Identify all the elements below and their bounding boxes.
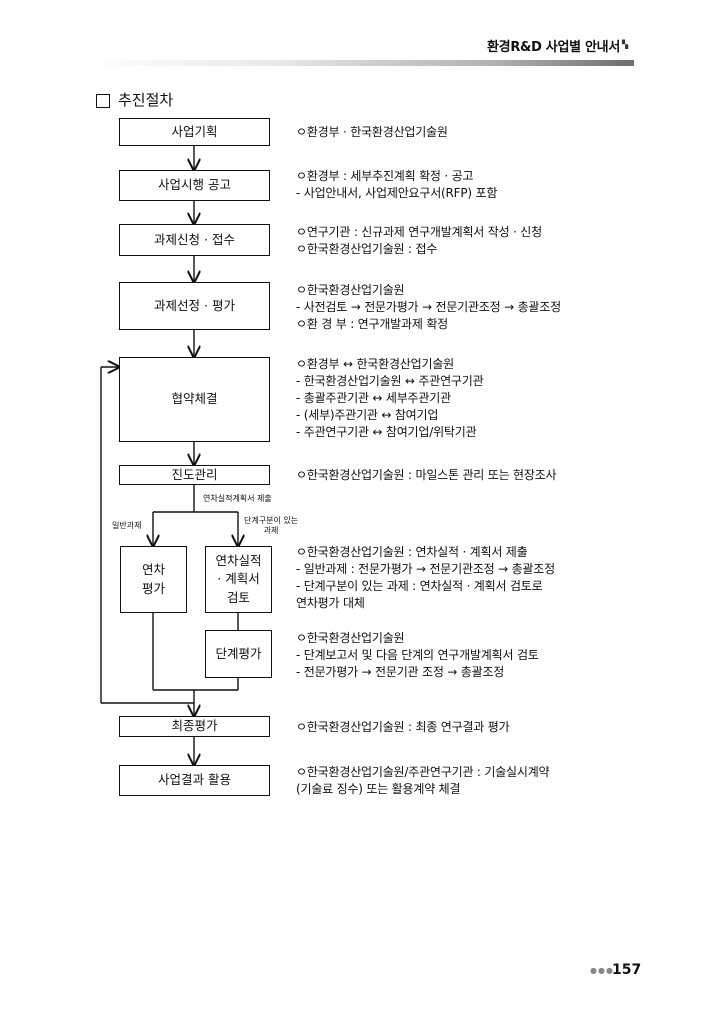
note-line: (기술료 징수) 또는 활용계약 체결 [296, 782, 461, 796]
note-line: ㅇ한국환경산업기술원 [296, 283, 405, 297]
header-gradient-bar [86, 60, 634, 66]
note-line: - (세부)주관기관 ↔ 참여기업 [296, 408, 439, 422]
note-agreement: ㅇ환경부 ↔ 한국환경산업기술원 - 한국환경산업기술원 ↔ 주관연구기관 - … [296, 356, 484, 441]
step-planning-box: 사업기획 [119, 118, 270, 146]
note-line: - 단계보고서 및 다음 단계의 연구개발계획서 검토 [296, 648, 539, 662]
note-line: ㅇ환경부 : 세부추진계획 확정 · 공고 [296, 169, 474, 183]
note-line: - 전문가평가 → 전문기관 조정 → 총괄조정 [296, 665, 505, 679]
note-line: - 총괄주관기관 ↔ 세부주관기관 [296, 391, 451, 405]
note-line: ㅇ한국환경산업기술원 : 마일스톤 관리 또는 현장조사 [296, 468, 557, 482]
step-announcement-box: 사업시행 공고 [119, 170, 270, 201]
note-line: ㅇ한국환경산업기술원 : 연차실적 · 계획서 제출 [296, 545, 528, 559]
note-line: ㅇ환경부 ↔ 한국환경산업기술원 [296, 357, 455, 371]
note-line: - 사전검토 → 전문가평가 → 전문기관조정 → 총괄조정 [296, 300, 561, 314]
note-line: ㅇ한국환경산업기술원 : 접수 [296, 242, 438, 256]
note-line: - 일반과제 : 전문가평가 → 전문기관조정 → 총괄조정 [296, 562, 555, 576]
square-bullet-icon [96, 94, 110, 108]
note-result: ㅇ한국환경산업기술원/주관연구기관 : 기술실시계약 (기술료 징수) 또는 활… [296, 764, 550, 798]
label-general-project: 일반과제 [112, 521, 142, 530]
note-planning: ㅇ환경부 · 한국환경산업기술원 [296, 124, 448, 141]
note-line: 연차평가 대체 [296, 596, 365, 610]
note-line: ㅇ환경부 · 한국환경산업기술원 [296, 125, 448, 139]
note-line: ㅇ환 경 부 : 연구개발과제 확정 [296, 317, 448, 331]
note-line: - 사업안내서, 사업제안요구서(RFP) 포함 [296, 186, 498, 200]
note-stage: ㅇ한국환경산업기술원 - 단계보고서 및 다음 단계의 연구개발계획서 검토 -… [296, 630, 539, 681]
page-number: 157 [612, 962, 642, 978]
note-line: ㅇ연구기관 : 신규과제 연구개발계획서 작성 · 신청 [296, 225, 542, 239]
note-application: ㅇ연구기관 : 신규과제 연구개발계획서 작성 · 신청 ㅇ한국환경산업기술원 … [296, 224, 542, 258]
step-selection-box: 과제선정 · 평가 [119, 282, 270, 330]
header-corner-icon: ▚ [622, 40, 629, 49]
note-line: - 주관연구기관 ↔ 참여기업/위탁기관 [296, 425, 477, 439]
note-line: - 한국환경산업기술원 ↔ 주관연구기관 [296, 374, 484, 388]
step-agreement-box: 협약체결 [119, 357, 270, 442]
step-final-eval-box: 최종평가 [119, 716, 270, 737]
label-staged-project: 단계구분이 있는 과제 [244, 516, 299, 535]
step-annual-review-box: 연차실적 · 계획서 검토 [205, 546, 272, 613]
note-selection: ㅇ한국환경산업기술원 - 사전검토 → 전문가평가 → 전문기관조정 → 총괄조… [296, 282, 561, 333]
label-submit-report: 연차실적계획서 제출 [203, 494, 272, 503]
step-result-box: 사업결과 활용 [119, 765, 270, 796]
page-dots-icon: ●●● [590, 966, 614, 975]
note-line: - 단계구분이 있는 과제 : 연차실적 · 계획서 검토로 [296, 579, 543, 593]
step-stage-eval-box: 단계평가 [205, 630, 272, 678]
step-progress-box: 진도관리 [119, 465, 270, 485]
section-title: 추진절차 [118, 91, 174, 109]
step-application-box: 과제신청 · 접수 [119, 224, 270, 256]
note-annual: ㅇ한국환경산업기술원 : 연차실적 · 계획서 제출 - 일반과제 : 전문가평… [296, 544, 555, 612]
note-line: ㅇ한국환경산업기술원 [296, 631, 405, 645]
step-annual-eval-box: 연차 평가 [120, 546, 187, 613]
note-progress: ㅇ한국환경산업기술원 : 마일스톤 관리 또는 현장조사 [296, 467, 557, 484]
running-header-title: 환경R&D 사업별 안내서 [487, 40, 620, 55]
note-final: ㅇ한국환경산업기술원 : 최종 연구결과 평가 [296, 719, 510, 736]
note-line: ㅇ한국환경산업기술원/주관연구기관 : 기술실시계약 [296, 765, 550, 779]
note-announcement: ㅇ환경부 : 세부추진계획 확정 · 공고 - 사업안내서, 사업제안요구서(R… [296, 168, 497, 202]
note-line: ㅇ한국환경산업기술원 : 최종 연구결과 평가 [296, 720, 510, 734]
